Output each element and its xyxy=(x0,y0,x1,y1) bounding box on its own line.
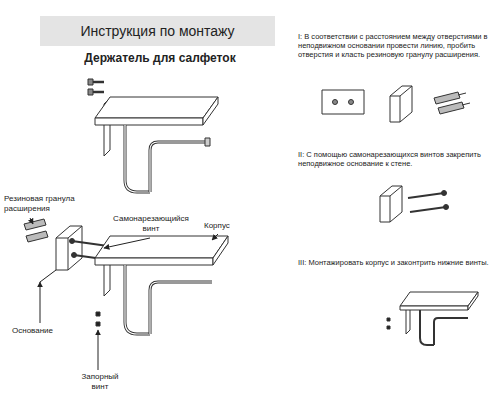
holder-assembled xyxy=(88,79,218,192)
part-label: Самонарезающийся винт xyxy=(112,214,190,233)
step-note: II: С помощью самонарезающихся винтов за… xyxy=(298,150,492,168)
holder-exploded xyxy=(24,219,228,334)
step-three-figure xyxy=(387,292,478,345)
leader-lines xyxy=(30,218,218,370)
part-label: Резиновая гранула расширения xyxy=(4,194,86,213)
step-note: III: Монтажировать корпус и законтрить н… xyxy=(298,258,494,267)
step-two-figure xyxy=(380,186,449,222)
part-label: Запорный винт xyxy=(72,372,128,391)
step-note: I: В соответствии с расстоянием между от… xyxy=(298,32,494,59)
step-one-figure xyxy=(322,86,470,122)
subtitle: Держатель для салфеток xyxy=(70,51,250,65)
page-title: Инструкция по монтажу xyxy=(40,23,275,40)
part-label: Корпус xyxy=(204,221,248,231)
part-label: Основание xyxy=(12,326,76,336)
